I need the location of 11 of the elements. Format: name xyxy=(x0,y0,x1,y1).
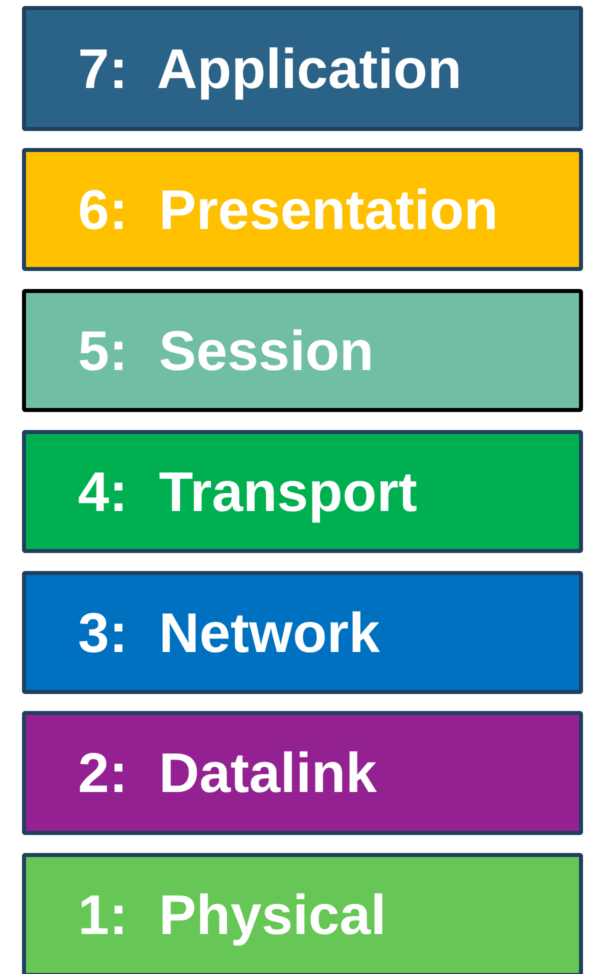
layer-label: 5: Session xyxy=(78,322,374,378)
layer-label: 3: Network xyxy=(78,604,380,660)
layer-box xyxy=(22,430,583,553)
layer-box xyxy=(22,711,583,835)
layer-label: 2: Datalink xyxy=(78,745,377,801)
layer-box xyxy=(22,148,583,271)
layer-label: 6: Presentation xyxy=(78,182,498,238)
layer-box xyxy=(22,6,583,131)
layer-box xyxy=(22,853,583,974)
layer-box xyxy=(22,289,583,412)
layer-box xyxy=(22,571,583,694)
